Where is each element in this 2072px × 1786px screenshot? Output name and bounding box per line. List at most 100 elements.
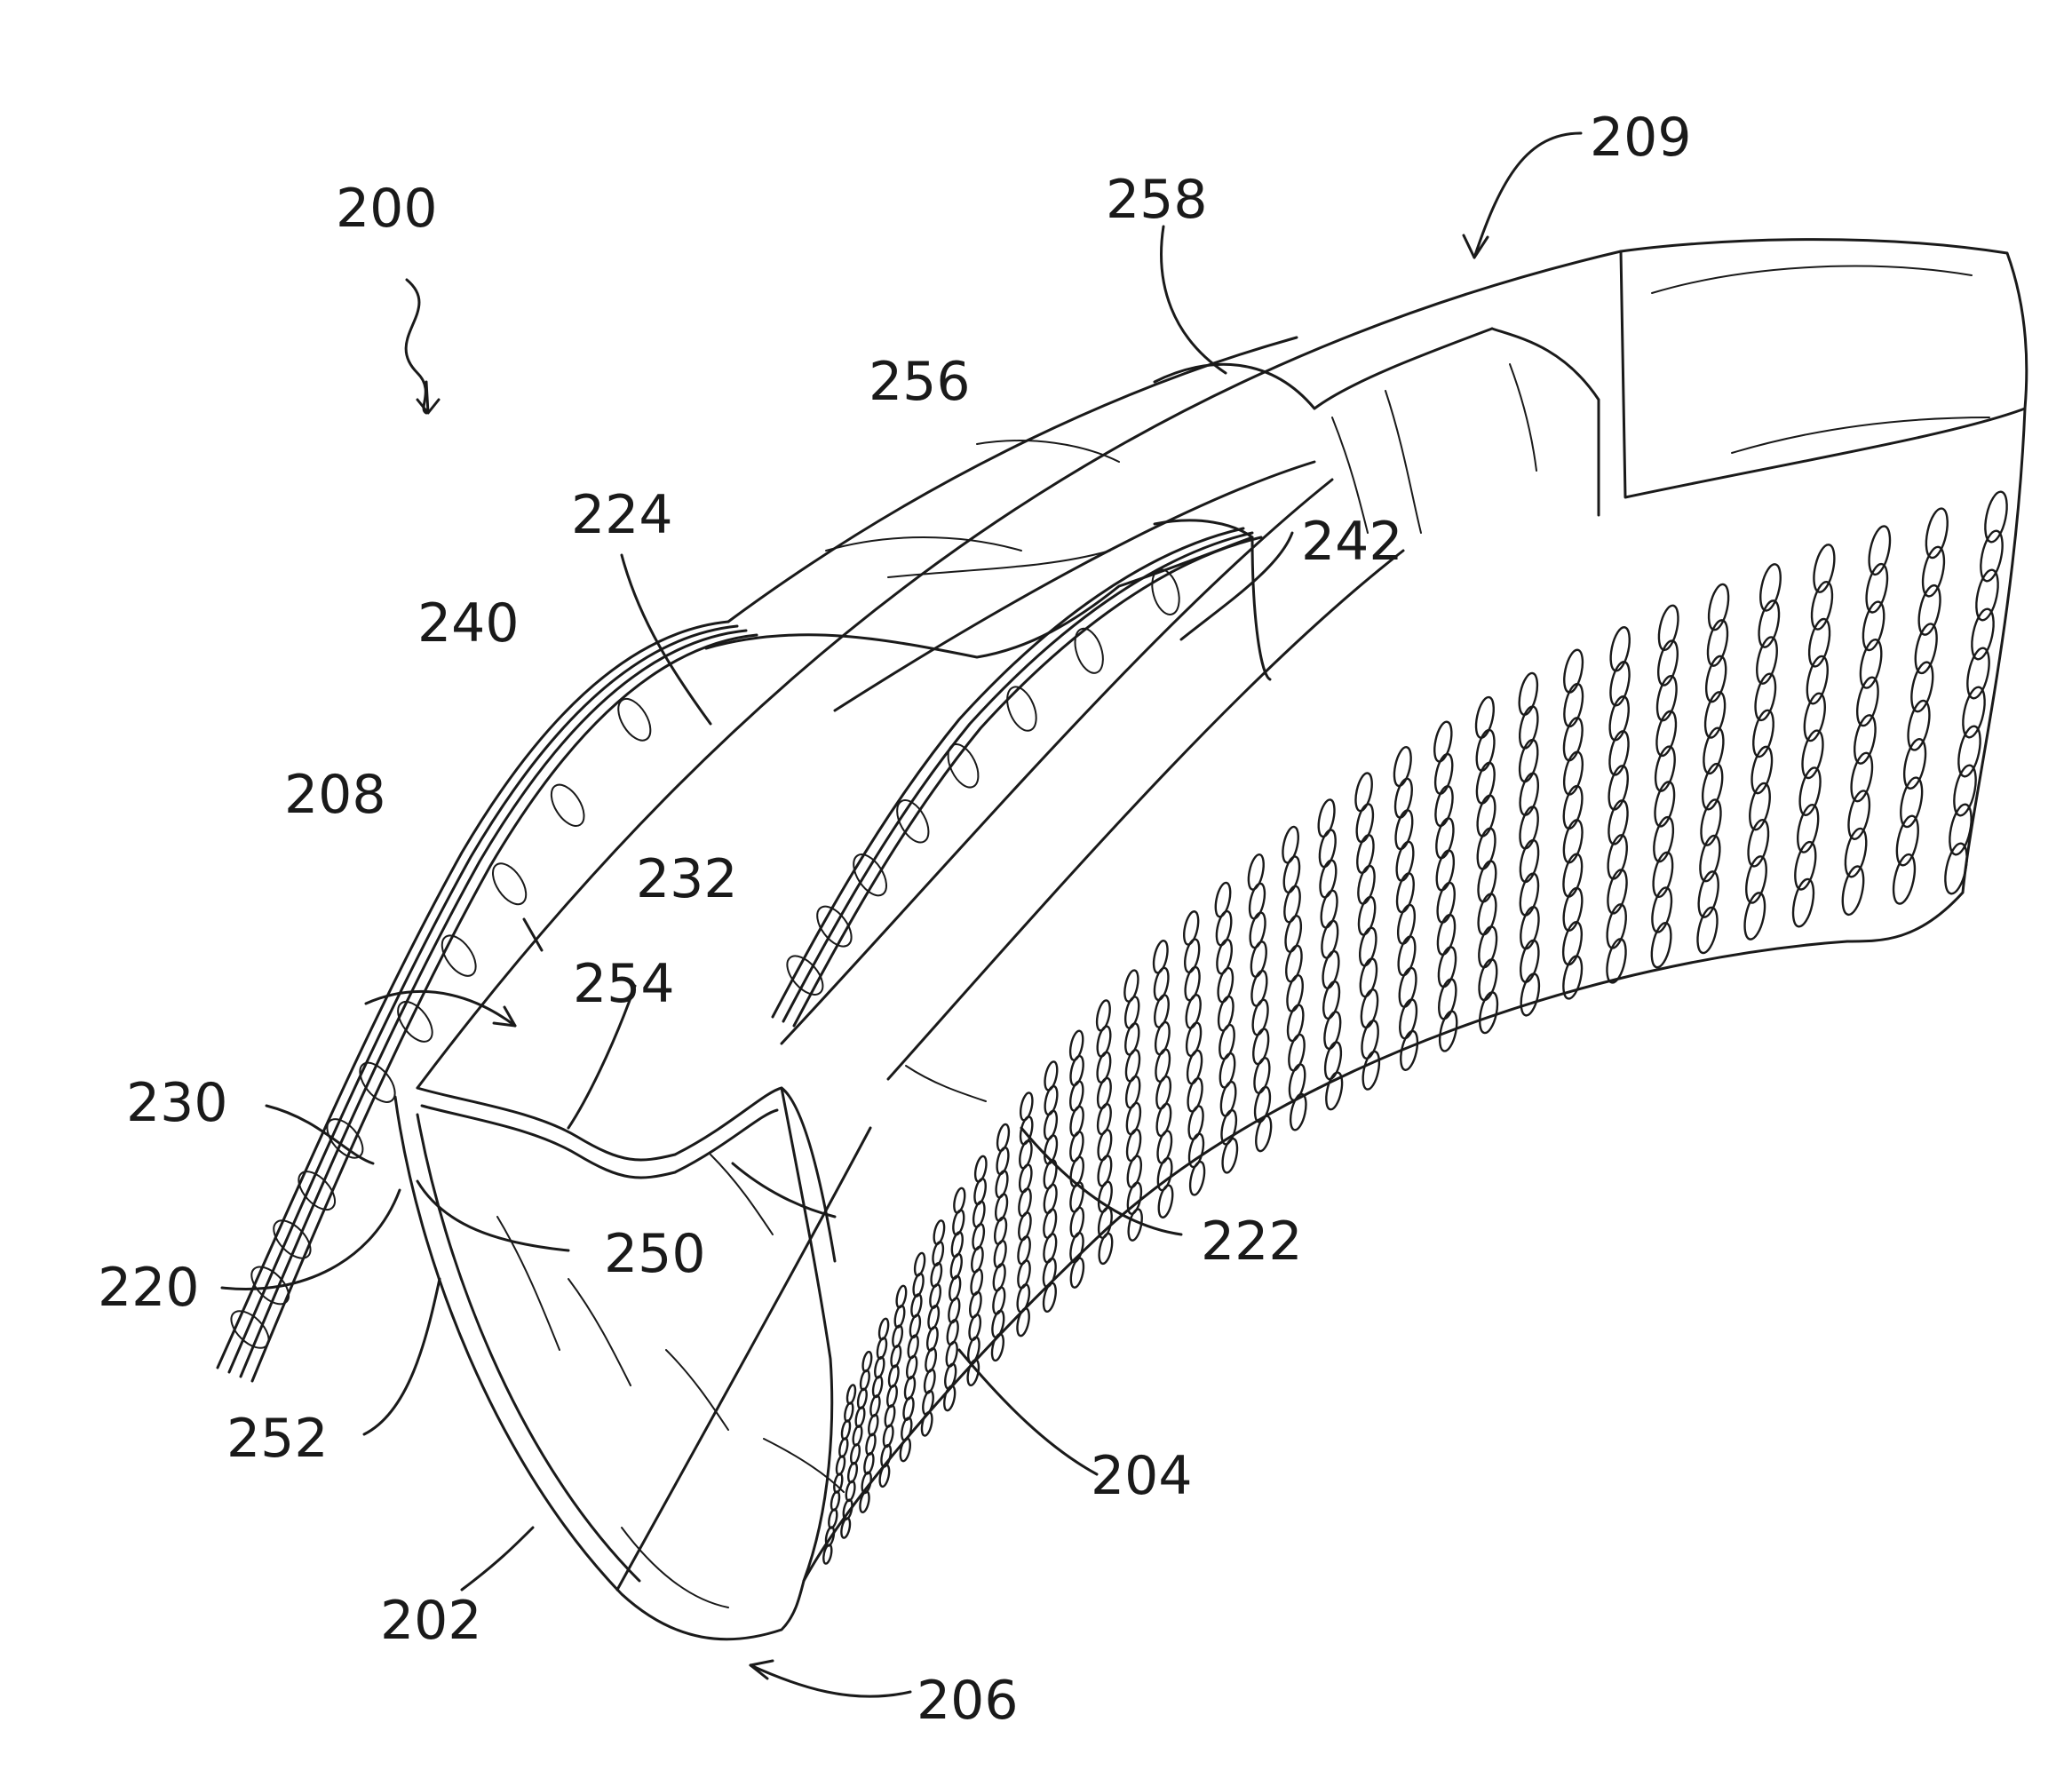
label-200: 200	[336, 178, 438, 240]
support-wire	[218, 528, 1261, 1381]
perforation-hole	[1694, 906, 1720, 955]
perforation-hole	[846, 1462, 858, 1483]
perforation-hole	[1854, 676, 1882, 728]
perforation-hole	[854, 1407, 866, 1428]
perforation-hole	[1794, 803, 1822, 853]
label-250: 250	[604, 1223, 706, 1285]
perforation-hole	[845, 1385, 856, 1405]
perforation-hole	[1655, 604, 1681, 652]
perforation-hole	[1607, 695, 1632, 742]
perforation-hole	[1705, 583, 1732, 631]
perforation-hole	[1751, 672, 1779, 722]
perforation-hole	[1973, 568, 2002, 623]
perforation-hole	[1700, 726, 1727, 775]
label-256: 256	[869, 351, 971, 413]
perforation-hole	[1796, 766, 1823, 816]
perforation-hole	[1652, 780, 1678, 828]
perforation-hole	[1964, 647, 1993, 701]
perforation-hole	[1865, 524, 1893, 576]
perforation-hole	[1790, 877, 1817, 928]
perforation-hole	[1893, 814, 1923, 868]
perforation-hole	[1842, 827, 1870, 879]
perforation-hole	[852, 1425, 863, 1446]
perforation-hole	[1810, 543, 1838, 593]
perforation-hole	[1801, 692, 1829, 742]
perforation-hole	[1748, 745, 1775, 795]
perforation-hole	[1741, 891, 1768, 941]
perforation-hole	[1911, 622, 1941, 675]
perforation-hole	[861, 1472, 873, 1494]
label-252: 252	[226, 1408, 329, 1470]
perforation-hole	[845, 1480, 856, 1502]
stent-graft-body	[395, 240, 2027, 1639]
perforation-hole	[856, 1388, 868, 1409]
perforation-hole	[1862, 562, 1891, 615]
label-202: 202	[380, 1590, 482, 1652]
perforation-hole	[1650, 815, 1676, 863]
perforation-hole	[1750, 709, 1777, 758]
perforation-hole	[1860, 600, 1888, 653]
perforation-hole	[1695, 869, 1722, 918]
perforation-hole	[1890, 853, 1919, 906]
label-208: 208	[284, 764, 386, 826]
perforation-hole	[1847, 751, 1876, 804]
label-204: 204	[1091, 1445, 1193, 1507]
perforation-hole	[1981, 490, 2011, 544]
perforation-hole	[1744, 818, 1772, 868]
perforation-hole	[842, 1499, 853, 1520]
perforation-hole	[1702, 690, 1728, 739]
suture-coil	[1002, 683, 1043, 735]
perforation-hole	[1923, 506, 1952, 560]
perforation-hole	[1959, 686, 1989, 740]
perforation-hole	[1743, 854, 1770, 904]
perforation-hole	[840, 1420, 851, 1441]
label-240: 240	[417, 592, 520, 655]
perforation-hole	[1648, 921, 1674, 969]
perforation-hole	[1955, 725, 1984, 779]
perforation-hole	[1607, 729, 1632, 776]
perforation-hole	[1851, 713, 1879, 766]
perforation-hole	[1655, 639, 1680, 687]
perforation-hole	[1839, 864, 1868, 917]
perforation-hole	[835, 1456, 845, 1476]
perforation-hole	[867, 1414, 879, 1436]
perforation-hole	[1946, 803, 1975, 857]
perforation-hole	[1755, 599, 1782, 648]
perforation-hole	[861, 1351, 873, 1372]
perforation-hole	[1897, 775, 1926, 829]
perforation-hole	[1857, 638, 1885, 690]
perforation-hole	[1919, 545, 1949, 599]
perforation-hole	[1908, 661, 1937, 714]
suture-coil	[942, 740, 985, 792]
perforation-hole	[1649, 886, 1675, 934]
perforation-hole	[1904, 699, 1933, 752]
perforation-hole	[859, 1369, 870, 1391]
label-209: 209	[1590, 107, 1692, 169]
suture-coil	[486, 858, 532, 910]
perforation-hole	[1845, 789, 1873, 841]
label-230: 230	[126, 1072, 228, 1134]
perforation-hole	[1804, 655, 1831, 705]
perforation-hole	[1654, 710, 1679, 758]
perforation-hole	[1977, 529, 2006, 583]
perforation-hole	[1704, 618, 1731, 667]
perforation-hole	[830, 1491, 840, 1512]
perforation-hole	[838, 1438, 849, 1458]
label-254: 254	[573, 953, 675, 1015]
perforation-hole	[1753, 636, 1781, 686]
perforation-hole	[1808, 580, 1836, 631]
perforation-hole	[1915, 583, 1944, 637]
perforation-hole	[1650, 851, 1676, 899]
perforation-hole	[1652, 745, 1678, 793]
perforation-hole	[844, 1402, 854, 1423]
perforation-hole	[1654, 674, 1679, 722]
perforation-hole	[1699, 762, 1726, 811]
perforation-hole	[876, 1338, 888, 1360]
label-206: 206	[917, 1670, 1019, 1732]
label-220: 220	[98, 1257, 200, 1319]
perforation-hole	[1697, 798, 1724, 847]
perforation-hole	[1941, 842, 1971, 896]
perforation-hole	[828, 1509, 838, 1529]
label-232: 232	[636, 848, 738, 910]
perforation-hole	[1757, 562, 1784, 612]
